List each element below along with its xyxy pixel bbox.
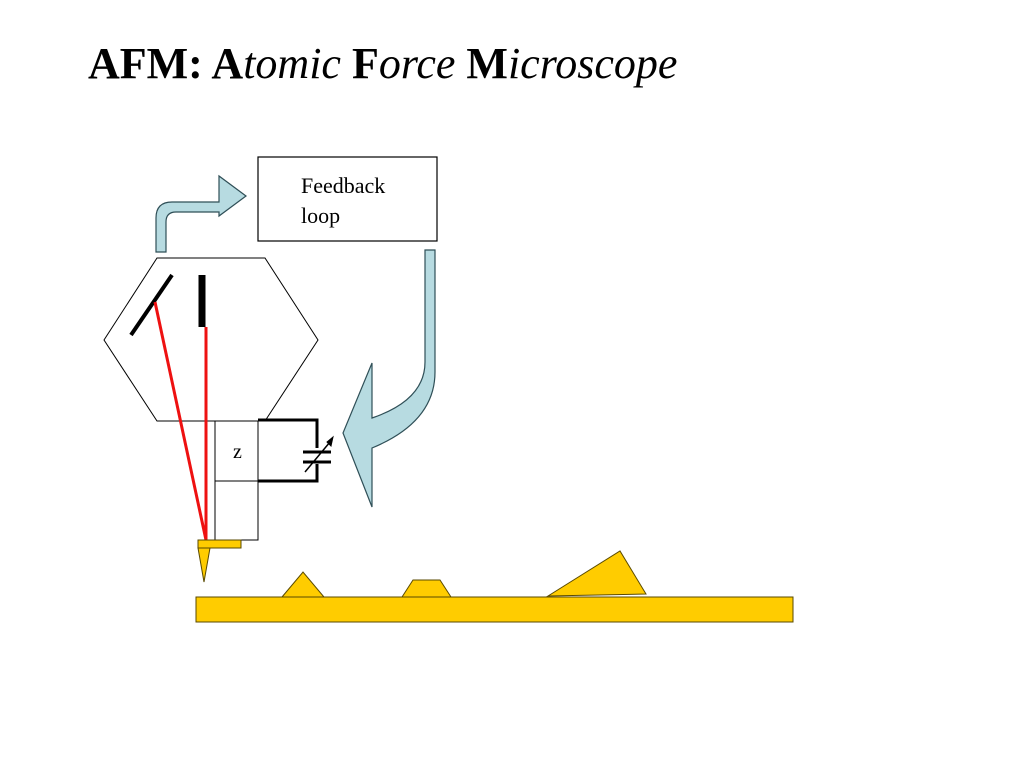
title-letter-m: M <box>466 39 508 88</box>
sample-surface <box>195 596 794 623</box>
mirror <box>129 273 174 337</box>
title-prefix: AFM: <box>88 39 203 88</box>
title-word-icroscope: icroscope <box>507 39 678 88</box>
surface-feature-large-triangle <box>546 550 647 597</box>
title-letter-a: A <box>211 39 244 88</box>
piezo-drive-circuit <box>258 418 334 483</box>
z-piezo-lower <box>214 480 259 541</box>
afm-tip <box>197 547 211 583</box>
feedback-loop-label-line2: loop <box>301 203 341 228</box>
surface-feature-trapezoid <box>401 579 452 598</box>
z-piezo-label: z <box>233 441 242 463</box>
title-letter-f: F <box>351 39 379 88</box>
laser-incident-beam <box>153 301 208 541</box>
detector-to-feedback-arrow <box>155 174 248 253</box>
z-piezo-upper <box>214 420 259 482</box>
title-word-tomic: tomic <box>243 39 341 88</box>
feedback-loop-label: Feedback loop <box>301 171 421 231</box>
feedback-to-piezo-arrow <box>342 249 436 508</box>
slide-title: AFM: Atomic Force Microscope <box>88 38 677 90</box>
afm-head-hexagon <box>103 257 319 422</box>
feedback-loop-box <box>257 156 438 242</box>
surface-feature-triangle <box>280 571 326 598</box>
feedback-loop-label-line1: Feedback <box>301 173 386 198</box>
title-word-orce: orce <box>378 39 456 88</box>
cantilever <box>197 539 242 549</box>
